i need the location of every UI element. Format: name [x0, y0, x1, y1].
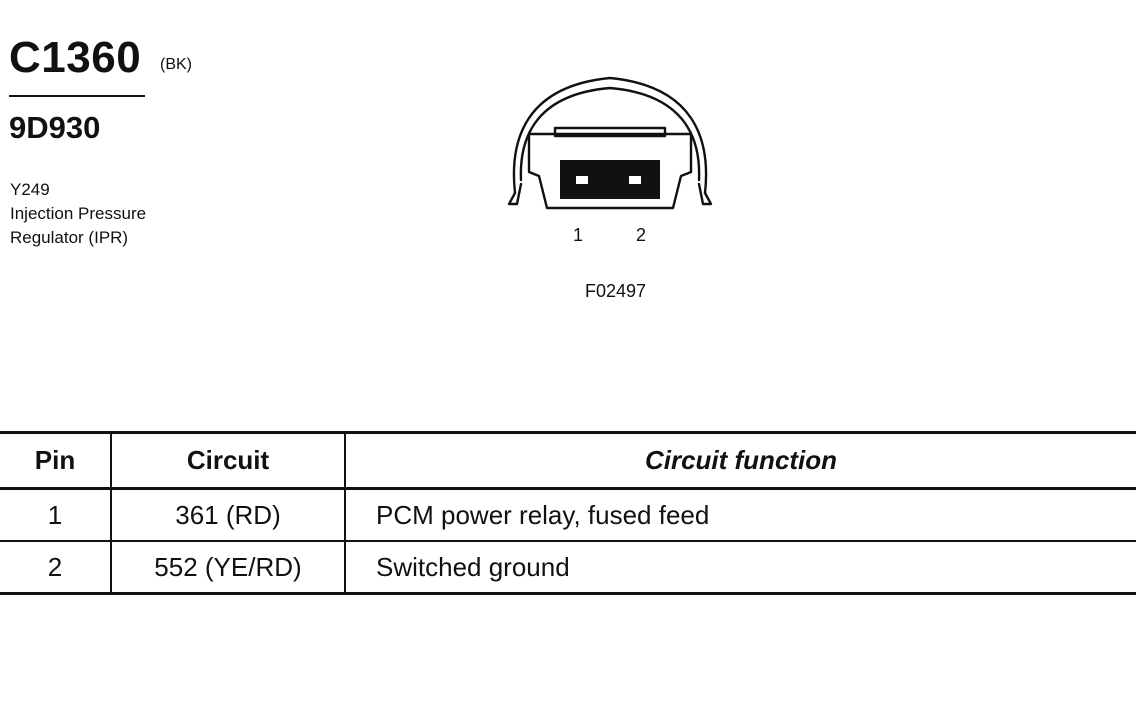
- connector-id: C1360: [9, 33, 142, 82]
- pin-label-1: 1: [573, 225, 584, 245]
- component-description: Y249 Injection Pressure Regulator (IPR): [10, 178, 146, 250]
- cell-function: PCM power relay, fused feed: [345, 488, 1136, 542]
- part-number: 9D930: [9, 110, 101, 145]
- pin-table: Pin Circuit Circuit function 1 361 (RD) …: [0, 431, 1136, 595]
- component-name-line2: Regulator (IPR): [10, 228, 129, 247]
- connector-body-outline: [527, 132, 693, 210]
- table-row: 1 361 (RD) PCM power relay, fused feed: [0, 488, 1136, 542]
- connector-face-drawing: [507, 76, 713, 210]
- cell-circuit: 361 (RD): [111, 488, 346, 542]
- cell-function: Switched ground: [345, 541, 1136, 595]
- terminal-housing: [560, 160, 660, 199]
- cell-pin: 2: [0, 541, 112, 595]
- left-latch: [507, 182, 523, 206]
- right-latch: [697, 182, 713, 206]
- connector-color: (BK): [160, 56, 192, 73]
- connector-underline: [9, 95, 145, 97]
- header-circuit-function: Circuit function: [345, 431, 1136, 490]
- cell-pin: 1: [0, 488, 112, 542]
- table-header-row: Pin Circuit Circuit function: [0, 431, 1136, 490]
- terminal-pin-2: [629, 176, 641, 184]
- component-name-line1: Injection Pressure: [10, 204, 147, 223]
- figure-reference: F02497: [585, 281, 647, 301]
- component-code: Y249: [10, 180, 50, 199]
- connector-hood-outline: [512, 76, 708, 195]
- table-row: 2 552 (YE/RD) Switched ground: [0, 541, 1136, 595]
- terminal-pin-1: [576, 176, 588, 184]
- cell-circuit: 552 (YE/RD): [111, 541, 346, 595]
- pin-label-2: 2: [636, 225, 647, 245]
- header-pin: Pin: [0, 431, 112, 490]
- connector-top-tab: [553, 126, 667, 138]
- header-circuit: Circuit: [111, 431, 346, 490]
- connector-hood-inner: [519, 86, 701, 182]
